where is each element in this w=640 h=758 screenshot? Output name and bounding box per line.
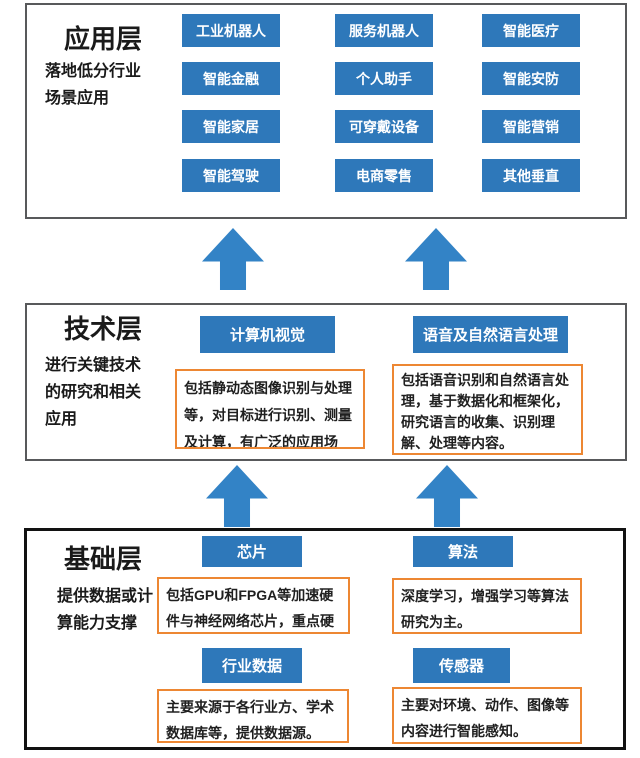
foundation-desc-sensor: 主要对环境、动作、图像等内容进行智能感知。 xyxy=(392,687,582,744)
up-arrow-icon xyxy=(202,228,264,290)
up-arrow-icon xyxy=(206,465,268,527)
foundation-header-industry-data: 行业数据 xyxy=(202,648,302,683)
tech-desc-speech-nlp: 包括语音识别和自然语言处理，基于数据化和框架化，研究语言的收集、识别理解、处理等… xyxy=(392,364,583,455)
tech-desc-computer-vision: 包括静动态图像识别与处理等，对目标进行识别、测量及计算，有广泛的应用场景。 xyxy=(175,369,365,449)
technology-layer-title: 技术层 xyxy=(64,314,143,344)
foundation-desc-algorithm: 深度学习，增强学习等算法研究为主。 xyxy=(392,578,582,634)
app-item-industrial-robot: 工业机器人 xyxy=(182,14,280,47)
technology-layer-subtitle: 进行关键技术的研究和相关应用 xyxy=(45,357,142,428)
foundation-header-sensor: 传感器 xyxy=(413,648,510,683)
app-item-wearable-device: 可穿戴设备 xyxy=(335,110,433,143)
application-layer-title: 应用层 xyxy=(64,24,143,54)
up-arrow-icon xyxy=(416,465,478,527)
application-layer-subtitle: 落地低分行业场景应用 xyxy=(45,63,142,107)
foundation-header-chip: 芯片 xyxy=(202,536,302,567)
tech-header-computer-vision: 计算机视觉 xyxy=(200,316,335,353)
app-item-smart-driving: 智能驾驶 xyxy=(182,159,280,192)
app-item-smart-medical: 智能医疗 xyxy=(482,14,580,47)
foundation-layer-title: 基础层 xyxy=(64,544,143,574)
app-item-smart-security: 智能安防 xyxy=(482,62,580,95)
foundation-desc-chip: 包括GPU和FPGA等加速硬件与神经网络芯片，重点硬件。 xyxy=(157,577,350,634)
app-item-other-vertical: 其他垂直 xyxy=(482,159,580,192)
foundation-desc-industry-data: 主要来源于各行业方、学术数据库等，提供数据源。 xyxy=(157,689,349,743)
up-arrow-icon xyxy=(405,228,467,290)
app-item-smart-finance: 智能金融 xyxy=(182,62,280,95)
foundation-layer-subtitle: 提供数据或计算能力支撑 xyxy=(57,588,154,632)
app-item-smart-marketing: 智能营销 xyxy=(482,110,580,143)
app-item-personal-assistant: 个人助手 xyxy=(335,62,433,95)
foundation-header-algorithm: 算法 xyxy=(413,536,513,567)
tech-header-speech-nlp: 语音及自然语言处理 xyxy=(413,316,568,353)
app-item-smart-home: 智能家居 xyxy=(182,110,280,143)
app-item-ecommerce-retail: 电商零售 xyxy=(335,159,433,192)
app-item-service-robot: 服务机器人 xyxy=(335,14,433,47)
